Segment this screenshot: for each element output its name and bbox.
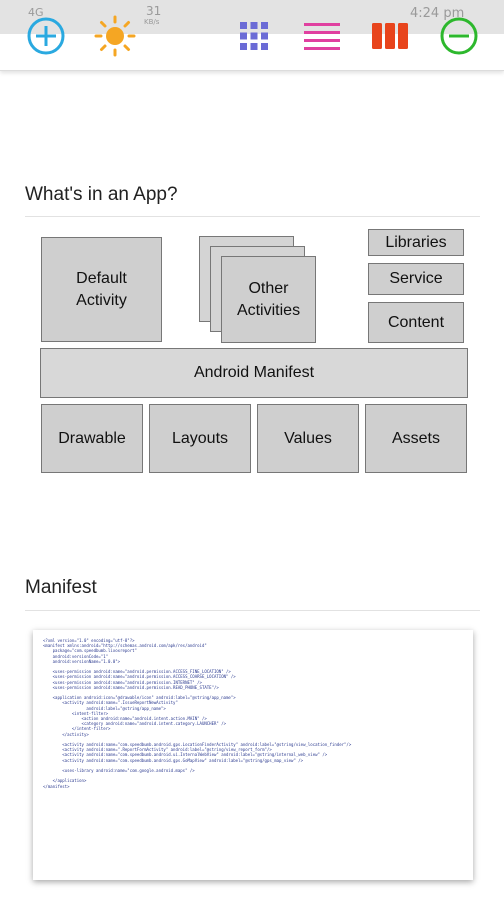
code-line: package="com.speedbumb.lixoxreport" [43,648,137,654]
code-line: </intent-filter> [43,726,111,732]
drawable-label: Drawable [58,429,126,447]
code-line: <uses-permission android:name="android.p… [43,684,219,690]
brightness-button[interactable] [93,14,137,58]
libraries-label: Libraries [385,233,447,251]
code-line: <intent-filter> [43,710,109,716]
manifest-code-image: <?xml version="1.0" encoding="utf-8"?><m… [33,630,473,880]
android-manifest-box: Android Manifest [40,348,468,398]
default-activity-line2: Activity [76,291,127,309]
network-type: 4G [28,6,44,19]
grid-view-button[interactable] [232,14,276,58]
clock: 4:24 pm [410,6,465,21]
list-view-button[interactable] [300,14,344,58]
night-mode-icon [176,18,194,54]
menu-lines-icon [304,23,340,50]
code-line: <category android:name="android.intent.c… [43,721,227,727]
code-line: android:label="@string/app_name"> [43,705,166,711]
code-line: <uses-permission android:name="android.p… [43,669,231,675]
service-box: Service [368,263,464,295]
speed-value: 31 [146,4,162,18]
android-manifest-label: Android Manifest [193,364,315,382]
code-line: android:versionName="1.0.0"> [43,658,121,664]
drawable-box: Drawable [41,404,143,473]
code-line: </application> [43,778,87,784]
brightness-icon [94,15,136,57]
values-box: Values [257,404,359,473]
assets-box: Assets [365,404,467,473]
code-line: android:versionCode="1" [43,653,109,659]
columns-icon [372,23,408,49]
code-line: <application android:icon="@drawable/ico… [43,695,236,701]
speed-unit: KB/s [144,18,160,26]
code-line: </activity> [43,731,89,737]
service-label: Service [389,270,443,288]
code-line: <activity android:name=".IssueReportNewA… [43,700,178,706]
code-line: <action android:name="android.intent.act… [43,716,207,722]
add-icon [27,17,65,55]
code-line: <manifest xmlns:android="http://schemas.… [43,643,207,649]
slide-title-manifest: Manifest [25,577,97,598]
remove-icon [440,17,478,55]
divider [25,216,480,217]
slide-title-whats-in-an-app: What's in an App? [25,184,178,205]
default-activity-line1: Default [76,269,127,287]
night-mode-button[interactable] [162,14,206,58]
other-activities-line1: Other [248,279,289,297]
toolbar [0,0,504,71]
code-line: <?xml version="1.0" encoding="utf-8"?> [43,638,135,643]
code-line: <uses-permission android:name="android.p… [43,674,236,680]
code-line: <activity android:name="com.speedbumb.an… [43,752,328,758]
code-line: <uses-library android:name="com.google.a… [43,768,195,774]
code-line: <activity android:name="com.speedbumb.an… [43,757,304,763]
code-line: <uses-permission android:name="android.p… [43,679,202,685]
code-line: <activity android:name="com.speedbumb.an… [43,742,352,748]
columns-view-button[interactable] [368,14,412,58]
add-button[interactable] [24,14,68,58]
code-line: <activity android:name=".ReportFormActiv… [43,747,272,753]
layouts-box: Layouts [149,404,251,473]
content-label: Content [387,313,445,331]
other-activities-line2: Activities [236,301,301,319]
code-line: </manifest> [43,783,70,789]
assets-label: Assets [391,429,440,447]
libraries-box: Libraries [368,229,464,256]
values-label: Values [284,429,332,447]
grid-icon [240,22,268,50]
layouts-label: Layouts [171,429,229,447]
divider [25,610,480,611]
remove-button[interactable] [437,14,481,58]
content-box: Content [368,302,464,343]
